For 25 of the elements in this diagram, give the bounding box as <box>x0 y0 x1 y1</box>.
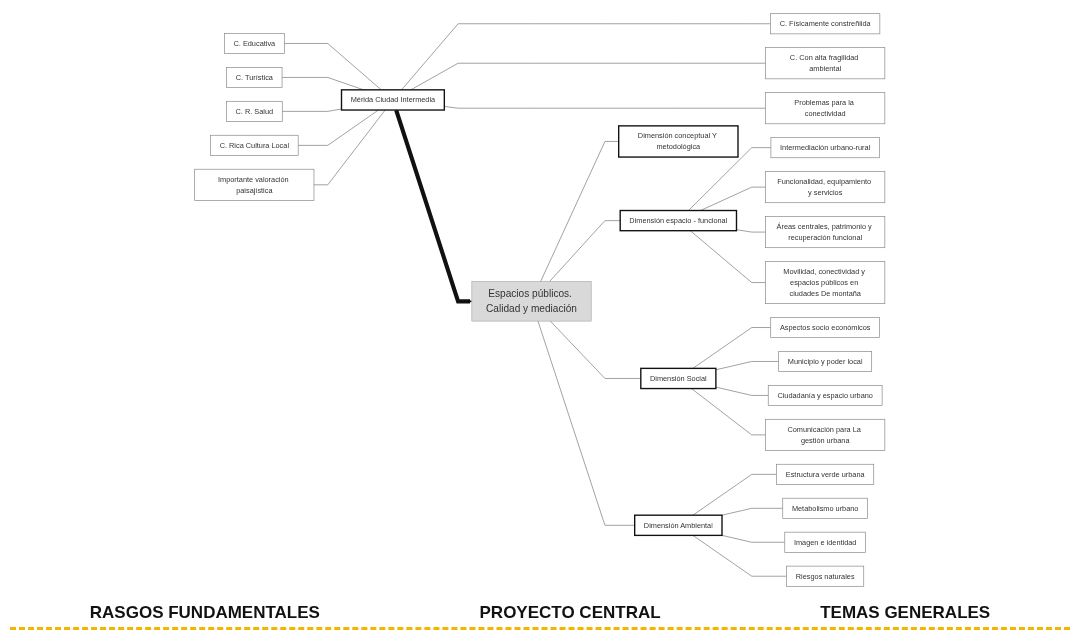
connector <box>298 109 380 146</box>
connector <box>401 22 772 90</box>
connector <box>736 228 767 232</box>
connector <box>691 387 767 435</box>
connector <box>284 42 382 90</box>
connector <box>444 105 767 109</box>
section-heading: PROYECTO CENTRAL <box>479 603 661 623</box>
connector <box>549 219 621 282</box>
connector <box>692 534 788 577</box>
connector <box>313 109 386 185</box>
connector <box>715 360 780 370</box>
node-box: Espacios públicos. Calidad y mediación <box>471 280 592 321</box>
connector <box>550 320 642 379</box>
connector <box>690 229 767 283</box>
connector <box>540 140 620 282</box>
connector <box>410 62 767 90</box>
connector <box>692 473 778 516</box>
connector <box>700 186 767 211</box>
connector <box>688 146 772 211</box>
connector <box>282 108 343 112</box>
section-heading: RASGOS FUNDAMENTALES <box>89 603 320 623</box>
section-heading: TEMAS GENERALES <box>820 603 991 623</box>
arrow <box>394 108 473 303</box>
connector <box>721 534 786 543</box>
connector <box>721 507 784 516</box>
